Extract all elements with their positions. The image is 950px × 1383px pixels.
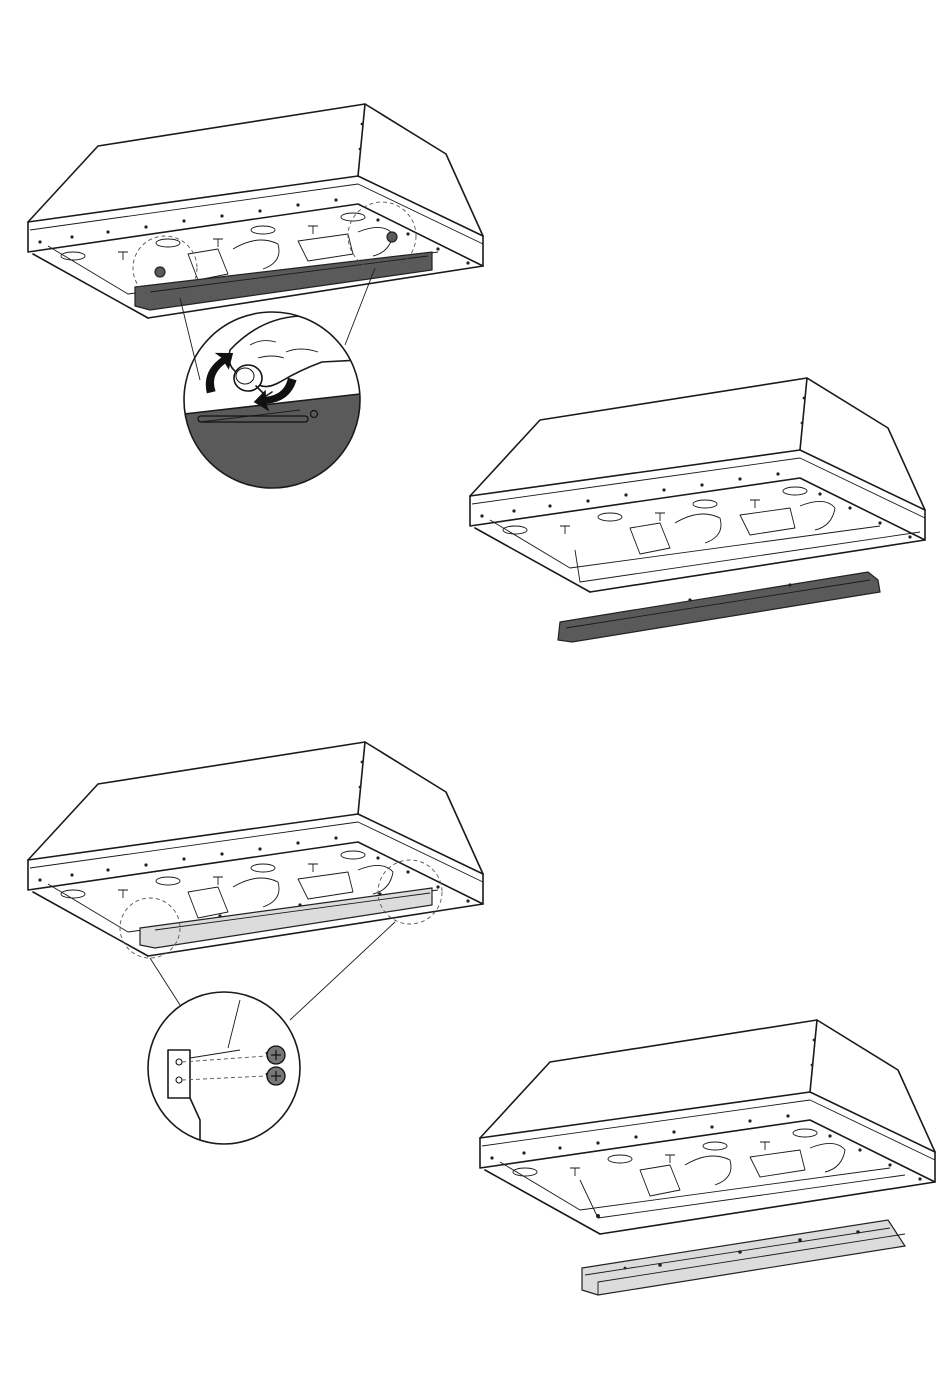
grease-trough-dark-removed	[558, 572, 880, 642]
thumbscrew-icon	[155, 267, 165, 277]
screw-icon	[266, 1046, 285, 1064]
thumbscrew-icon	[234, 365, 272, 396]
step-2-illustration	[470, 378, 925, 642]
range-hood-2	[470, 378, 925, 592]
range-hood-4	[480, 1020, 935, 1234]
step-3-illustration	[28, 742, 483, 1150]
detail-zoom-1	[184, 312, 360, 488]
detail-zoom-2	[148, 992, 300, 1150]
screw-icon	[266, 1067, 285, 1085]
thumbscrew-icon	[387, 232, 397, 242]
step-1-illustration	[28, 104, 483, 488]
grease-trough-light-removed	[582, 1220, 905, 1295]
step-4-illustration	[480, 1020, 935, 1295]
